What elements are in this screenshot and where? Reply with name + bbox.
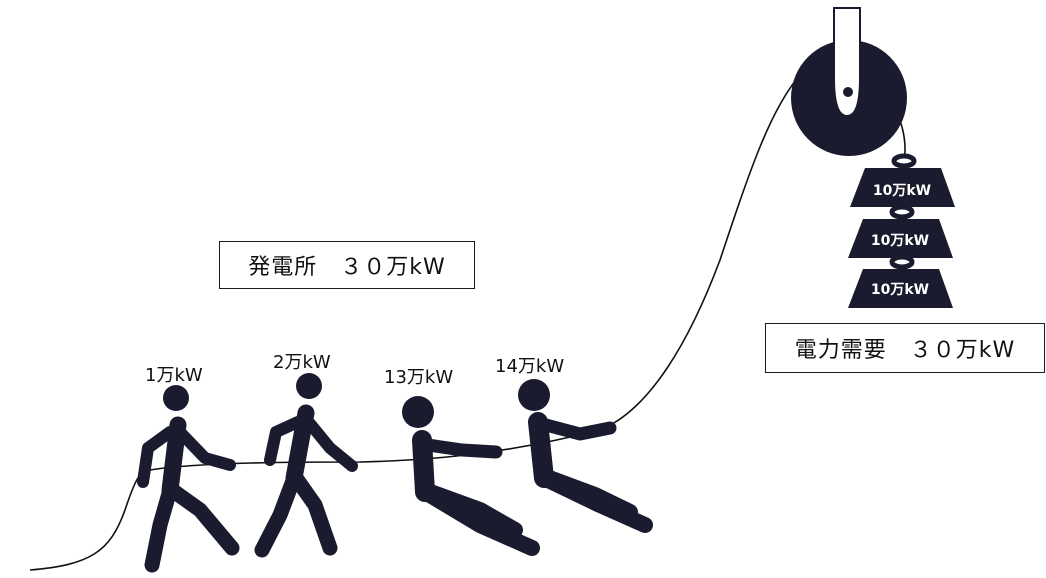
demand-label: 電力需要 ３０万kW bbox=[794, 338, 1016, 363]
weight-3: 10万kW bbox=[848, 254, 953, 308]
figure-arm-back bbox=[264, 416, 304, 466]
figure-leg-back bbox=[417, 482, 523, 538]
weight-1: 10万kW bbox=[850, 153, 955, 207]
weight-ring bbox=[891, 153, 917, 169]
figure-arm bbox=[539, 418, 617, 441]
figure-arm-front bbox=[172, 424, 236, 471]
figure-head bbox=[163, 385, 189, 411]
weight-label: 10万kW bbox=[871, 282, 929, 298]
weight-label: 10万kW bbox=[871, 233, 929, 249]
rope bbox=[29, 74, 801, 571]
puller-label-4: 14万kW bbox=[495, 356, 565, 377]
figure-leg-front bbox=[164, 482, 240, 556]
puller-figures bbox=[137, 373, 653, 573]
puller-figure-3 bbox=[402, 396, 540, 556]
weights-stack: 10万kW 10万kW 10万kW bbox=[848, 153, 955, 308]
puller-figure-4 bbox=[518, 379, 653, 533]
figure-head bbox=[402, 396, 434, 428]
weight-ring bbox=[889, 204, 915, 220]
weight-label: 10万kW bbox=[873, 183, 931, 199]
plant-capacity-box: 発電所 ３０万kW bbox=[219, 241, 475, 289]
figure-arm-back bbox=[137, 426, 176, 488]
pulley bbox=[791, 7, 907, 156]
demand-box: 電力需要 ３０万kW bbox=[765, 323, 1045, 373]
weight-ring bbox=[889, 254, 915, 270]
figure-leg-back bbox=[536, 468, 638, 520]
figure-leg-back bbox=[254, 470, 302, 558]
puller-label-2: 2万kW bbox=[273, 352, 331, 373]
weight-2: 10万kW bbox=[848, 204, 953, 258]
plant-capacity-label: 発電所 ３０万kW bbox=[248, 255, 446, 280]
pulley-bracket bbox=[833, 7, 861, 118]
puller-figure-2 bbox=[254, 373, 358, 558]
puller-figure-1 bbox=[137, 385, 240, 573]
weight-body bbox=[848, 219, 953, 258]
figure-leg-front bbox=[288, 470, 338, 556]
figure-leg-back bbox=[144, 482, 178, 573]
weight-body bbox=[850, 168, 955, 207]
puller-label-1: 1万kW bbox=[145, 365, 203, 386]
figure-arm-front bbox=[301, 414, 358, 472]
weight-body bbox=[848, 269, 953, 308]
puller-label-3: 13万kW bbox=[384, 367, 454, 388]
figure-arm bbox=[421, 438, 503, 459]
figure-head bbox=[518, 379, 550, 411]
figure-head bbox=[296, 373, 322, 399]
pulley-axle bbox=[843, 87, 853, 97]
